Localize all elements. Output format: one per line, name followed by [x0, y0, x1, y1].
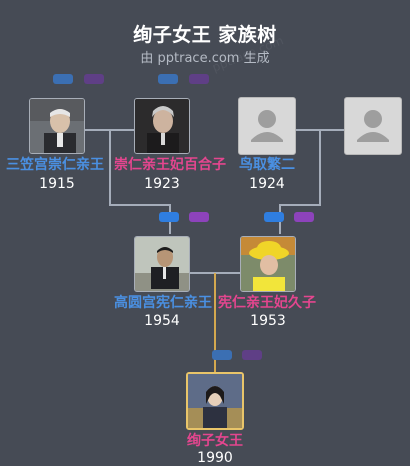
female-marker-icon[interactable]	[294, 212, 314, 222]
birth-year-ayako: 1990	[197, 450, 233, 466]
portrait-ayako[interactable]	[186, 372, 244, 430]
female-marker-icon[interactable]	[242, 350, 262, 360]
male-marker-icon[interactable]	[264, 212, 284, 222]
person-name-ayako[interactable]: 绚子女王	[187, 433, 243, 449]
portrait-placeholder-tottori[interactable]	[238, 97, 296, 155]
marriage-line-mikasa-yuriko	[84, 129, 134, 131]
birth-year-takamado: 1954	[144, 313, 180, 329]
male-marker-icon[interactable]	[158, 74, 178, 84]
birth-year-yuriko: 1923	[144, 176, 180, 192]
person-name-takamado[interactable]: 高圆宫宪仁亲王	[114, 295, 212, 311]
person-name-hisako[interactable]: 宪仁亲王妃久子	[218, 295, 316, 311]
person-name-yuriko[interactable]: 崇仁亲王妃百合子	[114, 157, 226, 173]
descent-line-ayako	[214, 273, 216, 373]
portrait-placeholder-unknown-spouse[interactable]	[344, 97, 402, 155]
portrait-takamado[interactable]	[134, 236, 190, 292]
marriage-line-tottori-spouse	[294, 129, 344, 131]
portrait-hisako[interactable]	[240, 236, 296, 292]
birth-year-tottori: 1924	[249, 176, 285, 192]
young-woman-portrait-icon	[188, 374, 242, 428]
portrait-yuriko[interactable]	[134, 98, 190, 154]
page-title: 绚子女王 家族树	[133, 24, 277, 46]
male-marker-icon[interactable]	[212, 350, 232, 360]
descent-line-mikasa	[109, 131, 111, 206]
person-placeholder-icon	[357, 110, 389, 142]
female-marker-icon[interactable]	[189, 74, 209, 84]
birth-year-mikasa: 1915	[39, 176, 75, 192]
portrait-mikasa[interactable]	[29, 98, 85, 154]
woman-yellow-hat-portrait-icon	[241, 237, 295, 291]
man-portrait-icon	[135, 237, 189, 291]
descent-line-tottori	[319, 131, 321, 206]
elderly-man-portrait-icon	[30, 99, 84, 153]
male-marker-icon[interactable]	[53, 74, 73, 84]
person-name-tottori[interactable]: 鸟取繁二	[239, 157, 295, 173]
male-marker-icon[interactable]	[159, 212, 179, 222]
female-marker-icon[interactable]	[84, 74, 104, 84]
descent-join-right	[279, 204, 321, 206]
person-placeholder-icon	[251, 110, 283, 142]
person-name-mikasa[interactable]: 三笠宫崇仁亲王	[6, 157, 104, 173]
page-subtitle: 由 pptrace.com 生成	[140, 51, 270, 66]
birth-year-hisako: 1953	[250, 313, 286, 329]
elderly-woman-portrait-icon	[135, 99, 189, 153]
female-marker-icon[interactable]	[189, 212, 209, 222]
descent-join-left	[109, 204, 169, 206]
